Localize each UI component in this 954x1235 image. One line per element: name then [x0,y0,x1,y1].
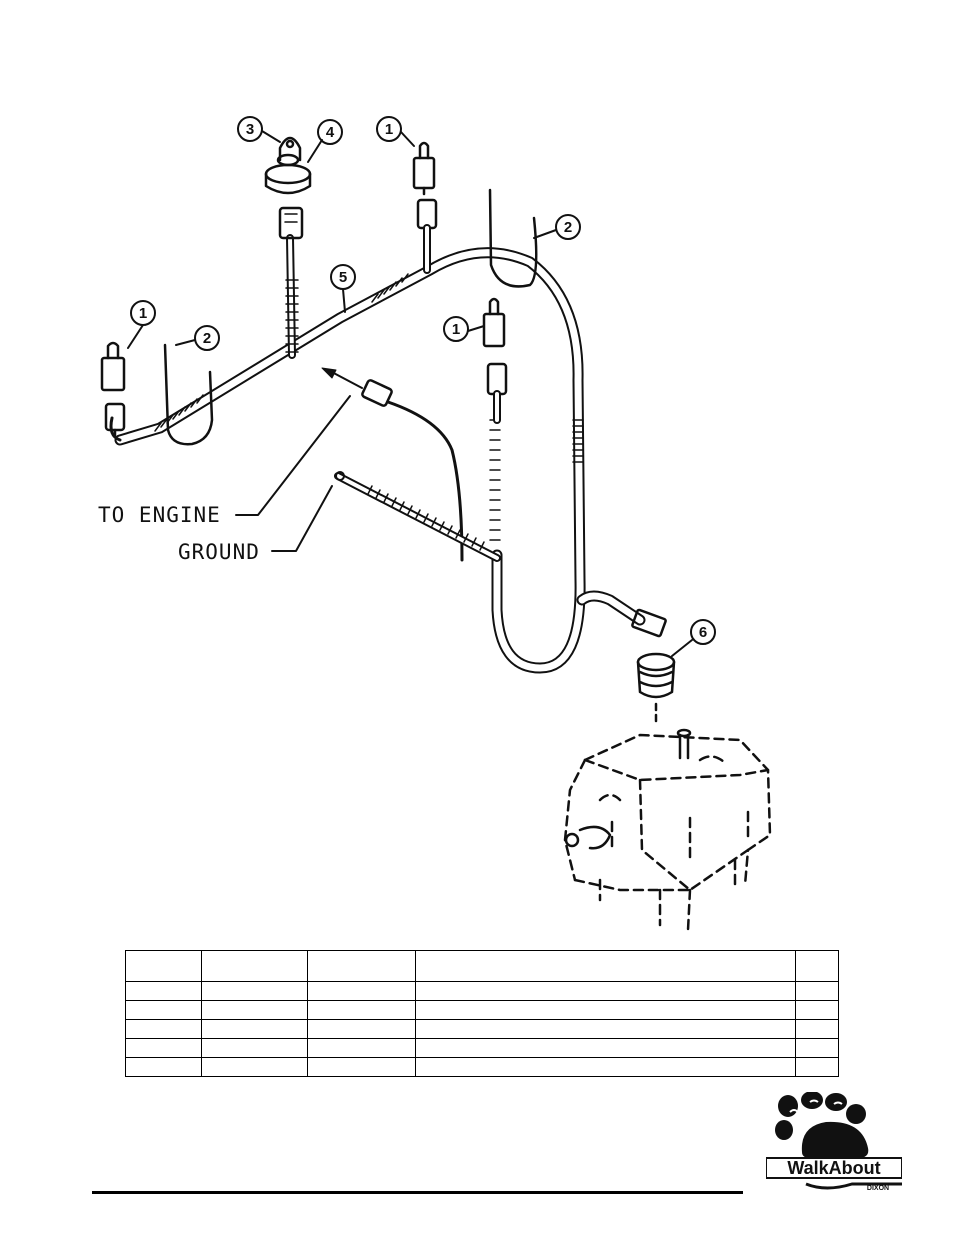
leader-lines [235,395,351,552]
callout-1-middle: 1 [452,321,460,338]
callout-1-top: 1 [385,121,393,138]
safety-switch-left [100,341,126,438]
footer-rule [92,1191,743,1194]
label-ground: GROUND [178,540,260,564]
callout-circles [127,116,716,657]
main-harness [109,247,646,674]
callout-2-right: 2 [564,219,572,236]
logo-sub: DIXON [867,1185,889,1192]
cable-tie-left [163,343,214,446]
logo-brand: WalkAbout [787,1158,880,1178]
loom-wraps [154,273,584,541]
callout-1-left: 1 [139,305,147,322]
engine-fitting [564,728,692,850]
table-row [125,1019,839,1039]
callout-3: 3 [246,121,254,138]
callout-6: 6 [699,624,707,641]
callout-numbers: 3 4 1 2 5 1 2 1 6 [139,121,707,641]
walkabout-logo: WalkAbout DIXON [766,1092,902,1192]
table-row [125,981,839,1001]
label-to-engine: TO ENGINE [98,503,221,527]
ignition-lead [278,206,304,359]
ground-lead [334,471,501,562]
sender-connector [631,608,667,638]
temperature-sender [636,652,676,726]
safety-switch-top [412,141,438,274]
table-header-row [125,950,839,982]
paw-print-icon [775,1092,869,1158]
ignition-switch [264,136,312,195]
table-row [125,1000,839,1020]
cable-tie-right [488,188,538,288]
callout-5: 5 [339,269,347,286]
engine-lead [321,367,464,562]
callout-2-left: 2 [203,330,211,347]
engine-block [563,733,772,932]
safety-switch-middle [482,297,508,424]
table-row [125,1038,839,1058]
callout-4: 4 [326,124,335,141]
table-row [125,1057,839,1077]
parts-table [125,950,839,1077]
